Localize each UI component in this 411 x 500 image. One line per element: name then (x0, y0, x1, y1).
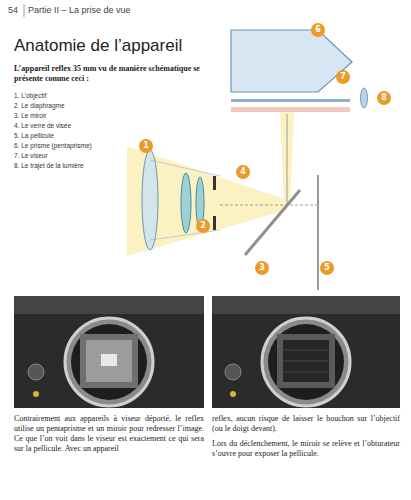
callout-circle: 2 (196, 219, 210, 233)
camera-photo (212, 296, 400, 408)
viewing-glass (231, 99, 350, 102)
callout-circle: 4 (236, 165, 250, 179)
film-plane (317, 175, 319, 290)
legend-item: 4. Le verre de visée (14, 122, 71, 130)
callout-number: 4 (240, 168, 246, 176)
legend-item: 5. La pellicule (14, 132, 54, 140)
body-text: Lors du déclenchement, le miroir se relè… (212, 439, 400, 459)
optical-axis (220, 205, 318, 206)
light-path (127, 146, 287, 256)
running-header: Partie II – La prise de vue (28, 5, 131, 16)
legend-item: 8. Le trajet de la lumière (14, 162, 84, 170)
callout-circle: 5 (320, 261, 334, 275)
front-lens (142, 150, 158, 250)
camera-photo (14, 296, 204, 408)
callout-number: 7 (340, 73, 346, 81)
callout-circle: 8 (377, 91, 391, 105)
callout-circle: 7 (336, 70, 350, 84)
page-number: 54 (8, 5, 18, 16)
eyepiece-lens (361, 88, 368, 108)
header-separator (24, 4, 25, 17)
callout-number: 6 (315, 26, 321, 34)
pentaprism (231, 30, 352, 92)
callout-circle: 6 (311, 23, 325, 37)
focusing-screen (231, 107, 350, 112)
legend-item: 1. L’objectif (14, 92, 47, 100)
legend-item: 7. Le viseur (14, 152, 48, 160)
body-text: Contrairement aux appareils à viseur dép… (14, 414, 204, 454)
intro-text: L’appareil reflex 35 mm vu de manière sc… (14, 64, 224, 84)
mirror (245, 190, 300, 255)
body-text: reflex, aucun risque de laisser le bouch… (212, 414, 400, 434)
page-title: Anatomie de l’appareil (14, 36, 182, 56)
callout-number: 8 (381, 94, 387, 102)
callout-number: 2 (200, 222, 206, 230)
legend-item: 6. Le prisme (pentaprisme) (14, 142, 92, 150)
callout-circle: 1 (139, 139, 153, 153)
callout-number: 3 (259, 264, 265, 272)
legend-item: 2. Le diaphragme (14, 102, 65, 110)
lens-element (181, 173, 191, 233)
diaphragm-blade (213, 216, 216, 230)
reflected-ray (287, 114, 288, 205)
diaphragm-blade (213, 176, 216, 190)
callout-circle: 3 (255, 261, 269, 275)
callout-number: 5 (324, 264, 330, 272)
legend-item: 3. Le miroir (14, 112, 47, 120)
callout-number: 1 (143, 142, 149, 150)
